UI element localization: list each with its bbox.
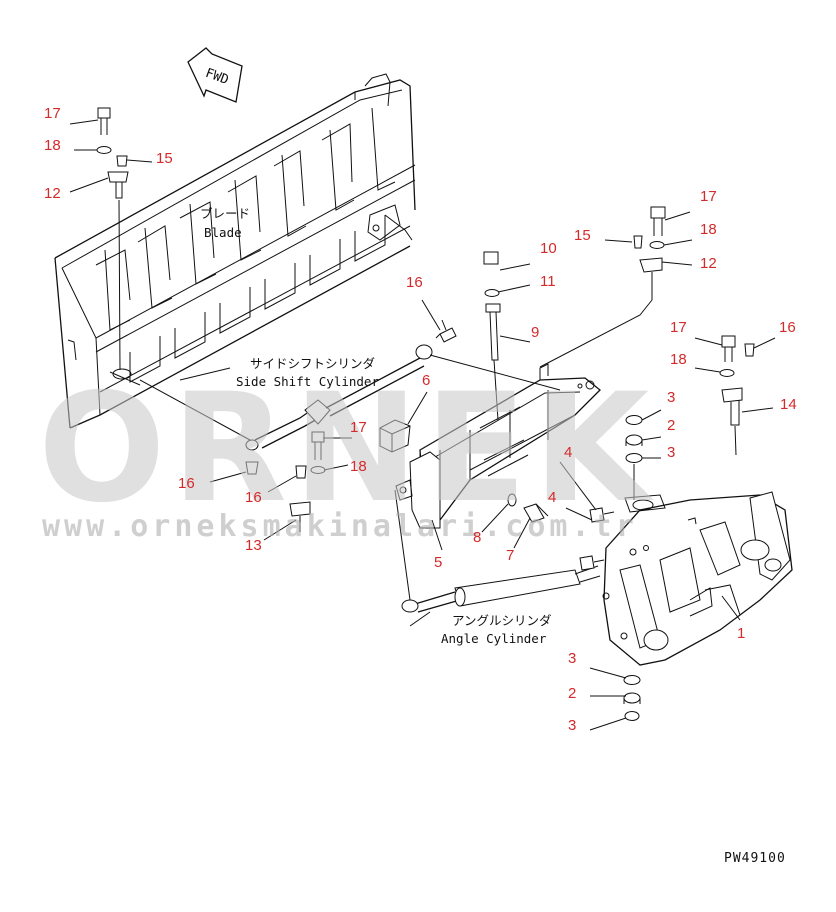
watermark-brand: ORNEK — [38, 362, 655, 536]
washer-stack-upper — [625, 415, 643, 500]
callout-16: 16 — [779, 319, 796, 336]
callout-16: 16 — [245, 489, 262, 506]
blade-label-en: Blade — [204, 225, 242, 240]
callout-4: 4 — [564, 444, 572, 461]
pushing-frame — [379, 299, 653, 529]
callout-numbers: 17 18 15 12 16 10 11 9 15 17 18 12 17 16… — [44, 105, 797, 734]
callout-15: 15 — [156, 150, 173, 167]
angle-label-en: Angle Cylinder — [441, 631, 547, 646]
callout-17: 17 — [670, 319, 687, 336]
side-shift-label-jp: サイドシフトシリンダ — [250, 356, 375, 371]
grease-fitting-16-upper — [435, 319, 457, 343]
callout-12: 12 — [700, 255, 717, 272]
callout-14: 14 — [780, 396, 797, 413]
left-fastener-stack — [96, 107, 129, 371]
right-fastener-stack-side — [719, 335, 755, 456]
callout-2: 2 — [667, 417, 675, 434]
right-fastener-stack-top — [633, 206, 666, 300]
pin-9 — [483, 251, 501, 421]
callout-13: 13 — [245, 537, 262, 554]
watermark-url: www.orneksmakinalari.com.tr — [42, 509, 638, 544]
callout-2: 2 — [568, 685, 576, 702]
callout-16: 16 — [178, 475, 195, 492]
callout-15: 15 — [574, 227, 591, 244]
callout-1: 1 — [737, 625, 745, 642]
callout-9: 9 — [531, 324, 539, 341]
callout-3: 3 — [568, 717, 576, 734]
callout-18: 18 — [350, 458, 367, 475]
fwd-label: FWD — [203, 66, 230, 88]
drawing-number: PW49100 — [724, 851, 786, 866]
callout-8: 8 — [473, 529, 481, 546]
callout-12: 12 — [44, 185, 61, 202]
lower-left-fasteners — [245, 431, 326, 532]
side-shift-label-en: Side Shift Cylinder — [236, 374, 379, 389]
callout-18: 18 — [44, 137, 61, 154]
washer-stack-lower — [623, 675, 641, 721]
swing-bracket-1 — [602, 491, 793, 666]
leader-lines — [69, 119, 776, 731]
callout-18: 18 — [700, 221, 717, 238]
callout-3: 3 — [667, 444, 675, 461]
callout-3: 3 — [667, 389, 675, 406]
callout-4: 4 — [548, 489, 556, 506]
callout-11: 11 — [540, 273, 556, 290]
fwd-arrow: FWD — [187, 47, 243, 103]
fittings-4 — [579, 507, 615, 571]
callout-17: 17 — [350, 419, 367, 436]
component-labels: ブレード Blade サイドシフトシリンダ Side Shift Cylinde… — [200, 206, 786, 866]
blade-label-jp: ブレード — [200, 206, 250, 221]
callout-17: 17 — [44, 105, 61, 122]
callout-17: 17 — [700, 188, 717, 205]
blade-drawing — [54, 73, 416, 429]
callout-5: 5 — [434, 554, 442, 571]
callout-6: 6 — [422, 372, 430, 389]
callout-16: 16 — [406, 274, 423, 291]
callout-7: 7 — [506, 547, 514, 564]
watermark: ORNEK www.orneksmakinalari.com.tr — [38, 362, 655, 544]
bolt-7-washer-8 — [507, 493, 549, 523]
angle-label-jp: アングルシリンダ — [452, 613, 552, 628]
callout-18: 18 — [670, 351, 687, 368]
callout-3: 3 — [568, 650, 576, 667]
callout-10: 10 — [540, 240, 557, 257]
